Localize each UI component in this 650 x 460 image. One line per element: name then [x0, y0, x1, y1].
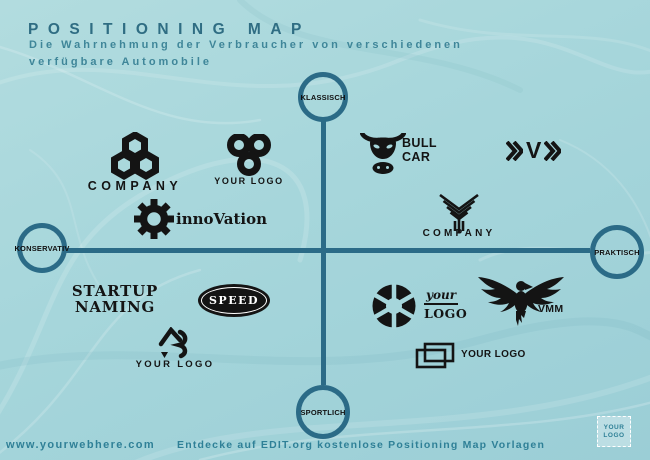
- trefoil-hexagon-icon: [111, 132, 159, 181]
- corner-logo-placeholder: YOUR LOGO: [597, 416, 631, 447]
- ar-mark-label: YOUR LOGO: [135, 359, 215, 370]
- speed-label: SPEED: [208, 294, 260, 307]
- double-chevron-icon: [544, 141, 562, 161]
- tri-circle-label: YOUR LOGO: [214, 176, 284, 186]
- y-company-label: COMPANY: [422, 228, 496, 239]
- striped-y-icon: [439, 194, 479, 233]
- eagle-icon: [478, 277, 564, 326]
- rects-logo-label: YOUR LOGO: [461, 349, 526, 360]
- horizontal-axis-line: [66, 248, 590, 253]
- bull-line2: CAR: [402, 150, 431, 164]
- speed-badge-ring: [201, 287, 267, 314]
- footer-credit: Entdecke auf EDIT.org kostenlose Positio…: [177, 439, 546, 451]
- startup-line1: STARTUP: [71, 282, 159, 300]
- wheel-line1: your: [424, 288, 459, 305]
- gear-icon: [134, 199, 174, 239]
- wheel-logo-label: your LOGO: [424, 286, 467, 321]
- segmented-wheel-icon: [372, 283, 416, 329]
- axis-node-sportlich: SPORTLICH: [296, 385, 350, 439]
- startup-naming-label: STARTUP NAMING: [60, 283, 170, 315]
- subtitle-line1: Die Wahrnehmung der Verbraucher von vers…: [29, 39, 463, 51]
- axis-label-bottom: SPORTLICH: [300, 407, 346, 417]
- axis-label-left: KONSERVATIV: [14, 243, 70, 253]
- footer-website: www.yourwebhere.com: [6, 439, 156, 451]
- axis-label-top: KLASSISCH: [300, 92, 346, 102]
- chevron-v-logo: V: [506, 137, 562, 163]
- bull-head-icon: [360, 133, 406, 174]
- overlapping-rectangles-icon: [415, 342, 455, 369]
- subtitle-line2: verfügbare Automobile: [29, 56, 212, 68]
- speed-badge: SPEED: [198, 284, 270, 317]
- bull-car-label: BULL CAR: [402, 136, 437, 164]
- corner-logo-line2: LOGO: [603, 431, 625, 439]
- corner-logo-line1: YOUR: [603, 423, 625, 431]
- eagle-vmm-label: VMM: [538, 303, 564, 315]
- three-rings-icon: [227, 134, 271, 176]
- axis-node-klassisch: KLASSISCH: [298, 72, 348, 122]
- innovation-label: innoVation: [176, 210, 268, 228]
- axis-node-praktisch: PRAKTISCH: [590, 225, 644, 279]
- page-title: POSITIONING MAP: [28, 21, 311, 38]
- hex-company-label: COMPANY: [87, 179, 183, 193]
- vertical-axis-line: [321, 121, 326, 385]
- axis-node-konservativ: KONSERVATIV: [14, 223, 70, 273]
- axis-label-right: PRAKTISCH: [594, 247, 640, 257]
- bull-line1: BULL: [402, 136, 437, 150]
- abstract-ar-monogram-icon: [158, 327, 188, 359]
- chevron-v-letter: V: [526, 137, 542, 163]
- startup-line2: NAMING: [74, 298, 156, 316]
- wheel-line2: LOGO: [424, 306, 468, 321]
- double-chevron-icon: [506, 141, 523, 161]
